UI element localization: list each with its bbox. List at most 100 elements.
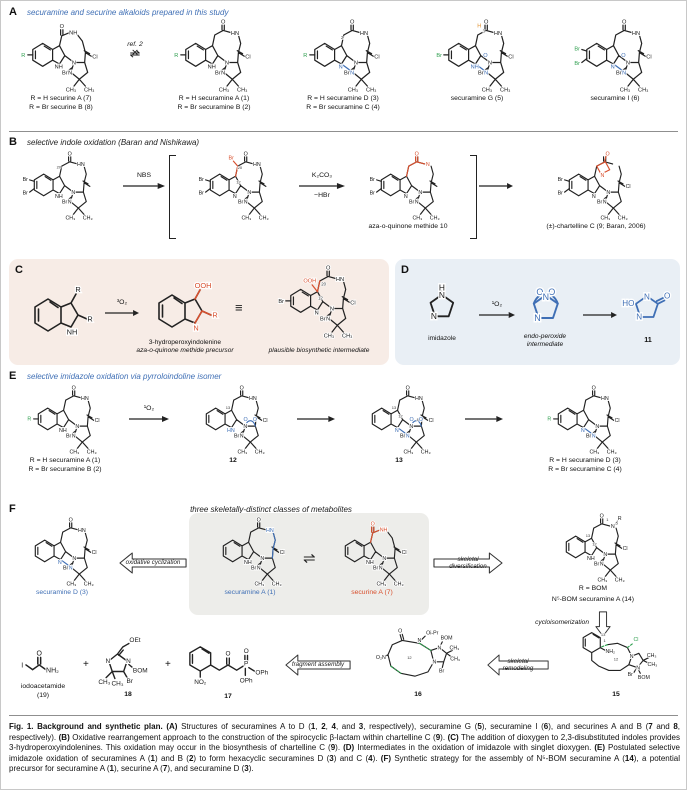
atom-label: N: [221, 71, 225, 77]
locant: 1: [606, 517, 609, 522]
atom-label: Br: [344, 70, 350, 76]
atom-label: O: [72, 385, 76, 391]
atom-label: N: [257, 566, 261, 572]
atom-label: NH: [208, 65, 216, 71]
locant: 13: [601, 632, 606, 637]
structure-12: 13 O O O HN HN N N Br Cl CH₃ CH₃ 12: [173, 384, 293, 466]
atom-label: N: [326, 317, 330, 323]
atom-label: Cl: [95, 418, 100, 424]
atom-label: N: [406, 434, 410, 440]
atom-label: N: [636, 666, 640, 672]
atom-label: HN: [77, 162, 85, 168]
atom-label: N: [644, 292, 650, 301]
atom-label: CH₃: [412, 216, 422, 222]
cycloisomerization-label: cycloisomerization: [535, 619, 589, 626]
atom-label: CH₃: [647, 653, 657, 659]
atom-label: Cl: [374, 54, 379, 60]
figure-caption: Fig. 1. Background and synthetic plan. (…: [9, 722, 681, 774]
atom-label: Br: [234, 433, 240, 439]
atom-label: N: [395, 428, 399, 434]
atom-label: O: [68, 151, 72, 157]
atom-label: O: [419, 417, 423, 423]
atom-label: O: [221, 20, 226, 26]
atom-label: O: [622, 20, 627, 26]
locant: 1: [603, 638, 606, 643]
locant: 20: [57, 164, 62, 169]
atom-label: Br: [229, 156, 235, 162]
atom-label: Br: [127, 678, 134, 685]
panel-f: F three skeletally-distinct classes of m…: [1, 501, 686, 715]
locant: 13: [226, 405, 231, 410]
atom-label: N: [611, 65, 615, 71]
structure-securine-a-b: R O NH NH N N Br Cl CH₃ CH₃ R = H securi…: [3, 19, 119, 113]
atom-label: R: [174, 53, 178, 59]
atom-label: O₂N: [376, 655, 386, 661]
retro-arrow-cycloisomerization: [595, 611, 611, 637]
atom-label: HN: [601, 396, 609, 402]
atom-label: N: [534, 313, 540, 323]
atom-label: N: [601, 173, 605, 179]
atom-label: N: [193, 324, 198, 333]
atom-label: CH₃: [342, 333, 352, 339]
atom-label: N: [488, 60, 492, 66]
atom-label: NH: [244, 560, 252, 566]
reaction-arrow: ³O₂: [105, 299, 139, 317]
atom-label: NH: [69, 30, 77, 36]
atom-label: N: [626, 60, 630, 66]
atom-label: N: [350, 71, 354, 77]
atom-label: O: [621, 53, 626, 59]
atom-label: NH₂: [605, 649, 615, 655]
atom-label: N: [260, 556, 264, 562]
atom-label: CH₃: [98, 679, 110, 686]
atom-label: O: [226, 650, 231, 657]
atom-label: N: [240, 434, 244, 440]
bracket-left: [169, 155, 176, 239]
imidazole-label: imidazole: [428, 335, 456, 342]
locant: 13: [392, 405, 397, 410]
atom-label: N: [243, 424, 247, 430]
atom-label: CH₃: [600, 216, 610, 222]
atom-label: N: [75, 424, 79, 430]
panel-f-title: three skeletally-distinct classes of met…: [190, 505, 352, 514]
locant: 20: [238, 165, 243, 170]
structure-caption: R = H securamine A (1)R = Br securamine …: [177, 95, 251, 111]
atom-label: H: [439, 282, 445, 292]
structure-chartelline-precursor: Br Br 20 O HN NH N N Br CH₃ CH₃: [3, 150, 119, 222]
atom-label: N: [382, 556, 386, 562]
atom-label: NH: [55, 65, 63, 71]
divider: [9, 715, 678, 716]
atom-label: CH₃: [648, 662, 658, 668]
retro-arrow-skeletal-remodeling: skeletal remodeling: [487, 653, 549, 677]
reagent-label: K₂CO₃: [311, 172, 333, 179]
locant: 5: [616, 521, 619, 526]
reaction-arrow: [297, 405, 335, 423]
atom-label: Cl: [646, 54, 651, 60]
atom-label: CH₃: [254, 582, 264, 588]
divider: [9, 131, 678, 132]
structure-biosynthetic-intermediate: OOH Br 20 12 O HN N N N Br Cl CH₃ CH₃: [255, 265, 383, 341]
locant: 13: [586, 533, 591, 538]
atom-label: HN: [249, 396, 257, 402]
atom-label: CH₃: [255, 450, 265, 456]
structure-securamine-d-c-e: R O HN N N N Br Cl CH₃ CH₃ R = H securam…: [509, 384, 661, 475]
locant: 12: [407, 655, 412, 660]
cross-icon: ✕: [131, 47, 139, 58]
structure-15: NH₂ 13 1 12 Cl N N BOM Br CH₃ CH₃ 15: [553, 629, 679, 700]
atom-label: Br: [574, 47, 580, 53]
atom-label: Br: [23, 190, 29, 196]
structure-16: O N Oi-Pr O₂N 12 N N BOM Br CH₃ CH₃ 16: [355, 628, 481, 700]
atom-label: N: [330, 306, 334, 312]
atom-label: Cl: [245, 54, 250, 60]
atom-label: CH₃: [638, 87, 648, 93]
atom-label: O: [350, 20, 355, 26]
atom-label: O: [410, 417, 414, 423]
atom-label: Oi-Pr: [426, 631, 439, 637]
atom-label: N: [622, 71, 626, 77]
atom-label: CH₃: [241, 216, 251, 222]
atom-label: Br: [409, 199, 415, 205]
atom-label: N: [409, 424, 413, 430]
atom-label: CH₃: [421, 450, 431, 456]
atom-label: CH₃: [618, 216, 628, 222]
structure-11: HO O N N: [621, 287, 673, 325]
